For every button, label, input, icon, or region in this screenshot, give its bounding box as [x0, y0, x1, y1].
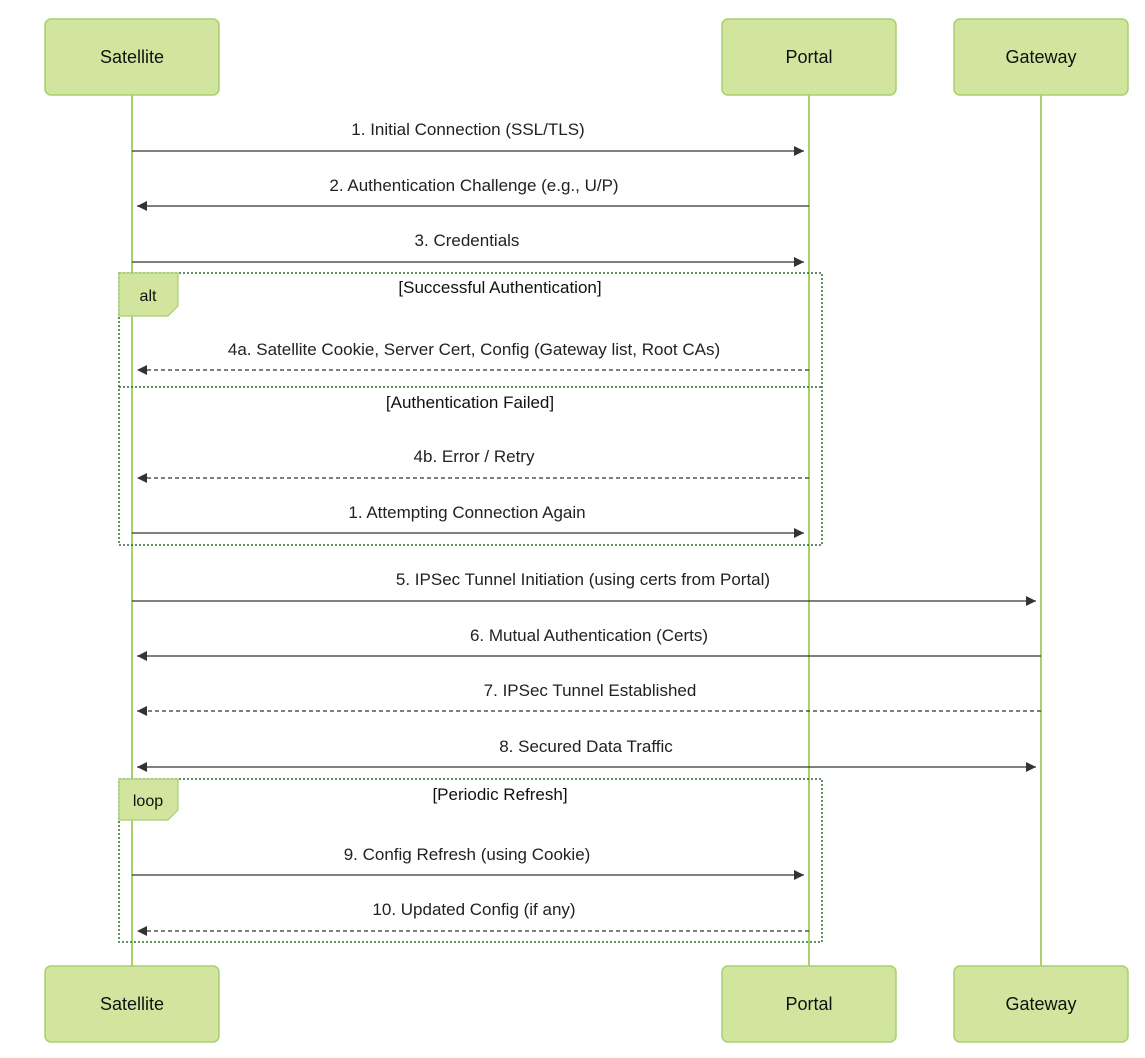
- message-label: 4b. Error / Retry: [414, 447, 535, 466]
- message-8: 8. Secured Data Traffic: [137, 737, 1036, 772]
- message-4b: 4b. Error / Retry: [137, 447, 809, 483]
- actor-portal-top: Portal: [721, 18, 897, 96]
- message-label: 10. Updated Config (if any): [372, 900, 575, 919]
- actor-satellite-bottom: Satellite: [44, 965, 220, 1043]
- actor-label: Gateway: [1005, 47, 1076, 67]
- loop-guard-refresh: [Periodic Refresh]: [432, 785, 567, 804]
- alt-guard-failed: [Authentication Failed]: [386, 393, 554, 412]
- actor-label: Gateway: [1005, 994, 1076, 1014]
- message-1-retry: 1. Attempting Connection Again: [132, 503, 804, 538]
- message-7: 7. IPSec Tunnel Established: [137, 681, 1041, 716]
- actor-satellite-top: Satellite: [44, 18, 220, 96]
- message-10: 10. Updated Config (if any): [137, 900, 809, 936]
- alt-frame-label: alt: [140, 288, 157, 305]
- actor-gateway-top: Gateway: [953, 18, 1129, 96]
- message-6: 6. Mutual Authentication (Certs): [137, 626, 1041, 661]
- actor-label: Satellite: [100, 994, 164, 1014]
- actor-gateway-bottom: Gateway: [953, 965, 1129, 1043]
- message-label: 1. Initial Connection (SSL/TLS): [351, 120, 584, 139]
- message-1: 1. Initial Connection (SSL/TLS): [132, 120, 804, 156]
- alt-frame-tab: [118, 272, 179, 317]
- message-9: 9. Config Refresh (using Cookie): [132, 845, 804, 880]
- message-label: 9. Config Refresh (using Cookie): [344, 845, 591, 864]
- actor-label: Portal: [785, 47, 832, 67]
- message-3: 3. Credentials: [132, 231, 804, 267]
- actor-label: Satellite: [100, 47, 164, 67]
- message-2: 2. Authentication Challenge (e.g., U/P): [137, 176, 809, 211]
- message-label: 8. Secured Data Traffic: [499, 737, 673, 756]
- message-label: 4a. Satellite Cookie, Server Cert, Confi…: [228, 340, 720, 359]
- alt-frame: alt [Successful Authentication] [Authent…: [118, 272, 823, 546]
- message-4a: 4a. Satellite Cookie, Server Cert, Confi…: [137, 340, 809, 375]
- loop-frame-label: loop: [133, 793, 163, 810]
- message-label: 1. Attempting Connection Again: [348, 503, 585, 522]
- actor-label: Portal: [785, 994, 832, 1014]
- message-label: 3. Credentials: [415, 231, 520, 250]
- message-label: 2. Authentication Challenge (e.g., U/P): [329, 176, 618, 195]
- alt-guard-success: [Successful Authentication]: [398, 278, 601, 297]
- message-label: 6. Mutual Authentication (Certs): [470, 626, 708, 645]
- message-label: 7. IPSec Tunnel Established: [484, 681, 697, 700]
- message-label: 5. IPSec Tunnel Initiation (using certs …: [396, 570, 770, 589]
- loop-frame: loop [Periodic Refresh]: [118, 778, 823, 943]
- actor-portal-bottom: Portal: [721, 965, 897, 1043]
- message-5: 5. IPSec Tunnel Initiation (using certs …: [132, 570, 1036, 606]
- loop-frame-tab: [118, 778, 179, 821]
